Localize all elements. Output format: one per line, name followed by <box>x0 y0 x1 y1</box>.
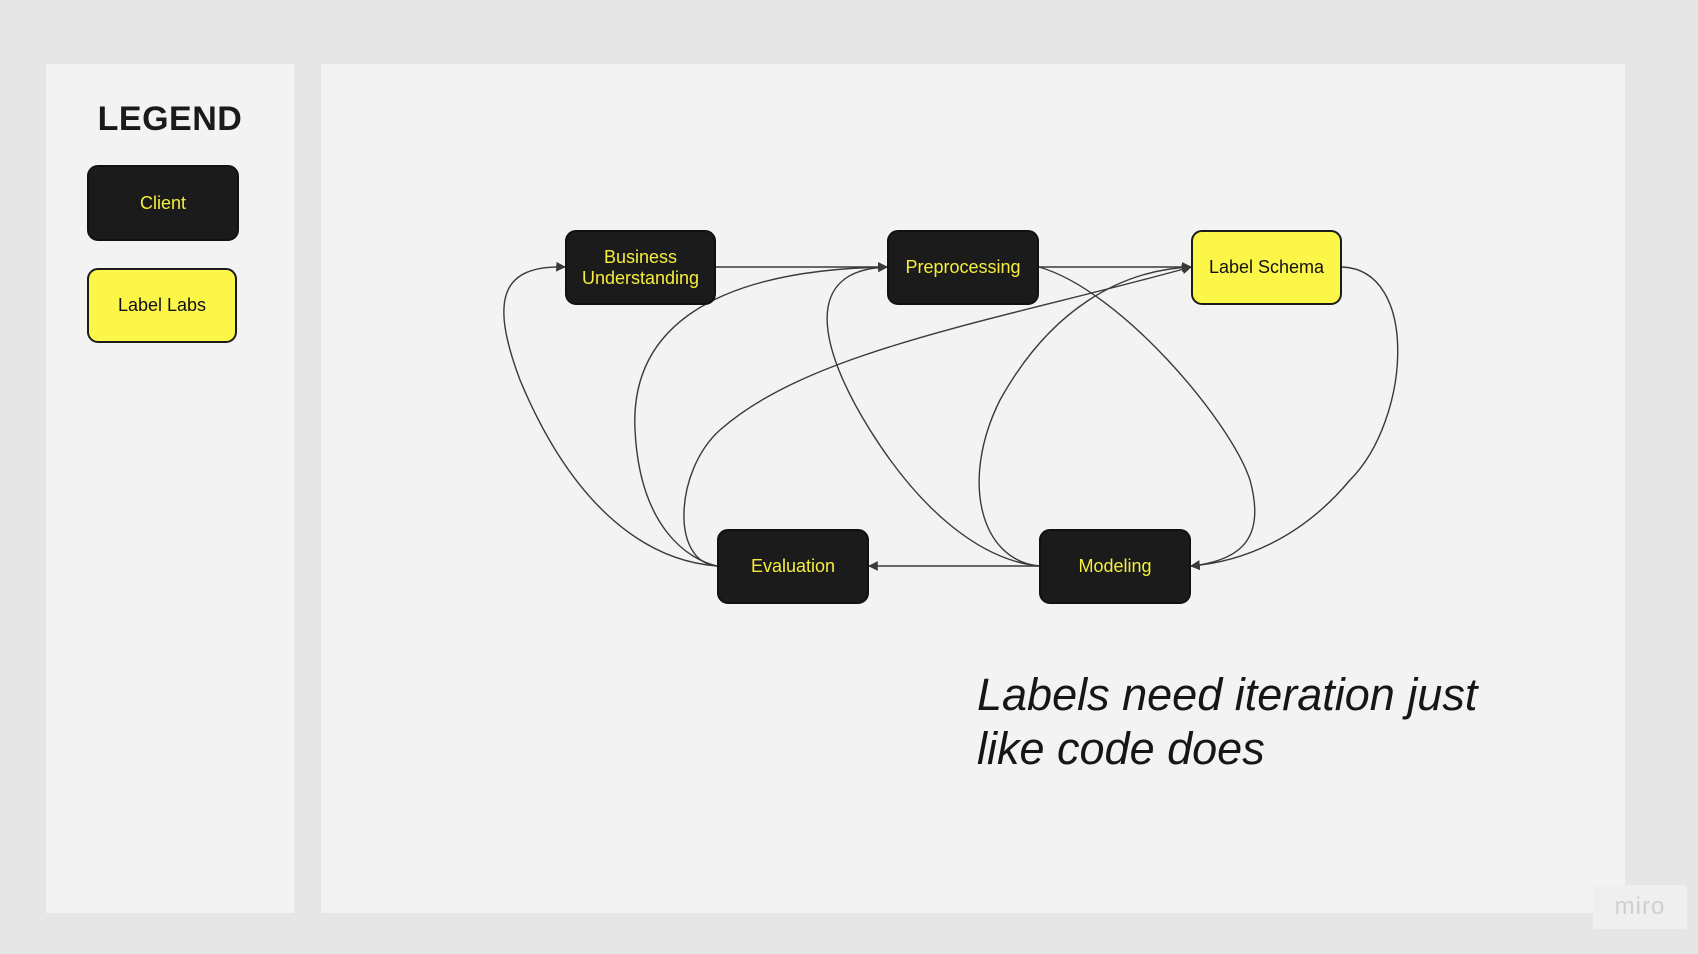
edge-modeling-to-preprocessing <box>826 262 1040 567</box>
caption-text[interactable]: Labels need iteration just like code doe… <box>977 668 1537 776</box>
edge-evaluation-to-labelschema <box>683 264 1192 567</box>
legend-item-client: Client <box>87 165 239 241</box>
edge-labelschema-to-modeling <box>1190 266 1399 571</box>
diagram-canvas <box>321 64 1625 913</box>
node-modeling[interactable]: Modeling <box>1039 529 1191 604</box>
node-preprocessing[interactable]: Preprocessing <box>887 230 1039 305</box>
node-label-schema[interactable]: Label Schema <box>1191 230 1342 305</box>
caption-line-1: Labels need iteration just <box>977 669 1478 720</box>
node-evaluation[interactable]: Evaluation <box>717 529 869 604</box>
node-business-understanding[interactable]: Business Understanding <box>565 230 716 305</box>
legend-item-label-labs: Label Labs <box>87 268 237 343</box>
legend-title: LEGEND <box>97 100 243 138</box>
caption-line-2: like code does <box>977 723 1265 774</box>
edge-modeling-to-labelschema <box>978 262 1192 567</box>
edge-evaluation-to-business <box>503 261 718 567</box>
edge-evaluation-to-preprocessing <box>634 262 888 567</box>
edge-preprocessing-to-modeling <box>1038 266 1256 570</box>
miro-watermark: miro <box>1593 885 1687 929</box>
